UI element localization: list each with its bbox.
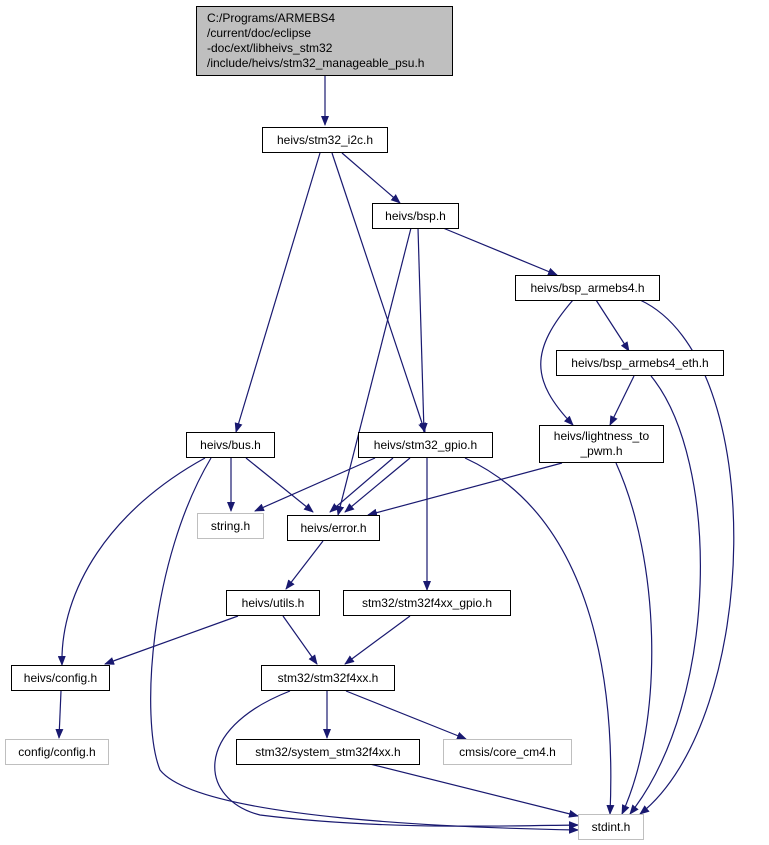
edge-bsp-to-error [336, 227, 412, 516]
edge-gpio-to-stdint [464, 457, 615, 815]
edge-utils-to-f4xx [282, 615, 318, 665]
node-core-cm4: cmsis/core_cm4.h [443, 739, 572, 765]
node-stm32-i2c-label: heivs/stm32_i2c.h [276, 133, 374, 147]
node-string-label: string.h [210, 519, 251, 533]
edge-bsp-armebs4-to-eth [595, 299, 630, 352]
node-stm32-gpio[interactable]: heivs/stm32_gpio.h [358, 432, 493, 458]
edge-f4xx-gpio-to-f4xx [344, 615, 411, 665]
edge-gpio-to-error [329, 457, 394, 513]
node-stm32f4xx-gpio[interactable]: stm32/stm32f4xx_gpio.h [343, 590, 511, 616]
edge-gpio-to-error-2 [344, 457, 411, 513]
node-bsp-armebs4-label: heivs/bsp_armebs4.h [530, 281, 645, 295]
node-stm32-i2c[interactable]: heivs/stm32_i2c.h [262, 127, 388, 153]
node-lightness-label-1: heivs/lightness_to [553, 429, 650, 443]
node-core-cm4-label: cmsis/core_cm4.h [459, 745, 556, 759]
edge-lightness-to-stdint [615, 462, 653, 815]
node-config[interactable]: heivs/config.h [11, 665, 110, 691]
edge-f4xx-to-core-cm4 [345, 690, 467, 740]
edge-bsp-to-gpio [417, 227, 428, 433]
node-utils-label: heivs/utils.h [241, 596, 305, 610]
node-bus-label: heivs/bus.h [200, 438, 261, 452]
node-bus[interactable]: heivs/bus.h [186, 432, 275, 458]
root-line-3: -doc/ext/libheivs_stm32 [207, 41, 333, 55]
edge-utils-to-config [104, 615, 239, 665]
edge-bsp-to-bsp-armebs4 [442, 227, 558, 276]
node-string: string.h [197, 513, 264, 539]
node-bsp-armebs4[interactable]: heivs/bsp_armebs4.h [515, 275, 660, 301]
root-line-1: C:/Programs/ARMEBS4 [207, 11, 336, 25]
edge-lightness-to-error [367, 462, 563, 517]
root-line-2: /current/doc/eclipse [207, 26, 312, 40]
node-stdint-label: stdint.h [591, 820, 631, 834]
edge-system-to-stdint [369, 763, 579, 818]
node-system-stm32f4xx-label: stm32/system_stm32f4xx.h [255, 745, 401, 759]
edge-bus-to-config [57, 457, 206, 666]
node-system-stm32f4xx[interactable]: stm32/system_stm32f4xx.h [236, 739, 420, 765]
edge-i2c-to-bsp [341, 152, 401, 204]
node-stm32f4xx-label: stm32/stm32f4xx.h [277, 671, 379, 685]
node-bsp[interactable]: heivs/bsp.h [372, 203, 459, 229]
edge-bus-to-error [245, 457, 314, 513]
edge-bsp-armebs4-to-stdint [639, 299, 735, 815]
node-config-config: config/config.h [5, 739, 109, 765]
edge-config-to-config-config [55, 690, 64, 739]
node-lightness-to-pwm[interactable]: heivs/lightness_to _pwm.h [539, 425, 664, 463]
node-bsp-armebs4-eth-label: heivs/bsp_armebs4_eth.h [571, 356, 709, 370]
node-error[interactable]: heivs/error.h [287, 515, 380, 541]
node-stdint: stdint.h [578, 814, 644, 840]
node-utils[interactable]: heivs/utils.h [226, 590, 320, 616]
node-stm32f4xx[interactable]: stm32/stm32f4xx.h [261, 665, 395, 691]
edge-eth-to-lightness [609, 375, 635, 426]
node-config-config-label: config/config.h [18, 745, 96, 759]
edge-f4xx-to-stdint [214, 690, 579, 830]
node-error-label: heivs/error.h [300, 521, 367, 535]
edge-bsp-armebs4-to-lightness [540, 299, 574, 426]
root-line-4: /include/heivs/stm32_manageable_psu.h [207, 56, 425, 70]
node-config-label: heivs/config.h [23, 671, 98, 685]
root-file-node: C:/Programs/ARMEBS4 /current/doc/eclipse… [196, 6, 453, 76]
node-stm32f4xx-gpio-label: stm32/stm32f4xx_gpio.h [361, 596, 493, 610]
edge-i2c-to-gpio [331, 152, 426, 433]
edge-error-to-utils [285, 540, 324, 590]
node-stm32-gpio-label: heivs/stm32_gpio.h [373, 438, 478, 452]
edge-gpio-to-string [254, 457, 376, 512]
edge-i2c-to-bus [234, 152, 321, 433]
node-bsp-armebs4-eth[interactable]: heivs/bsp_armebs4_eth.h [556, 350, 724, 376]
node-bsp-label: heivs/bsp.h [385, 209, 446, 223]
node-lightness-label-2: _pwm.h [580, 444, 623, 458]
edge-eth-to-stdint [629, 375, 701, 815]
